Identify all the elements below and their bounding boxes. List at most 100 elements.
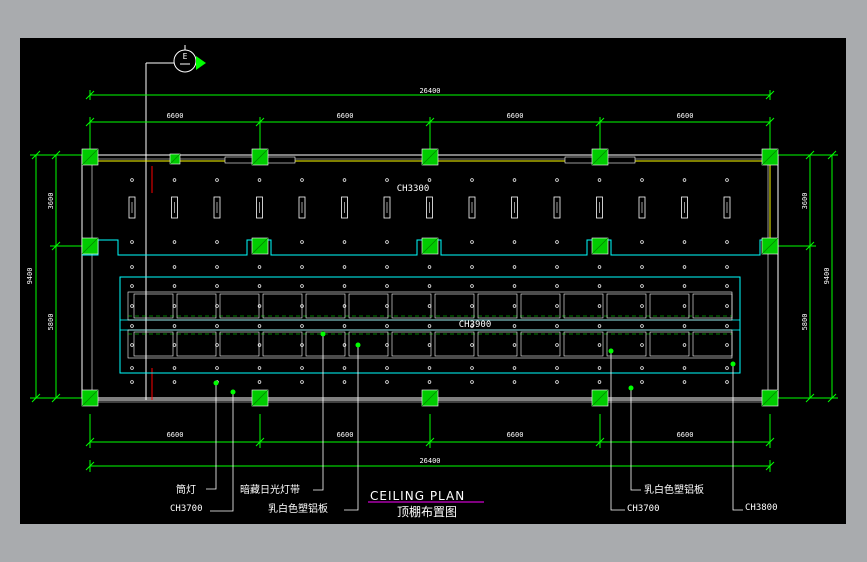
fluorescent-fixture-row [128, 196, 731, 219]
downlight [172, 366, 177, 370]
downlight [512, 265, 517, 269]
downlight [427, 178, 432, 182]
axis-marker: E [145, 45, 206, 400]
downlight [555, 366, 559, 370]
fluorescent-fixture [426, 196, 433, 219]
acrylic-panel [649, 293, 690, 319]
cad-viewport: E 26400 6600 6600 6600 6600 [20, 38, 846, 524]
column-hatch [81, 148, 99, 166]
bay-dim-bottom-3: 6600 [507, 431, 524, 439]
label-downlight: 筒灯 [176, 483, 196, 496]
downlight [512, 343, 517, 347]
building-walls [81, 154, 779, 403]
downlight [215, 366, 219, 370]
downlight [470, 284, 474, 288]
downlight [385, 265, 389, 269]
downlight [640, 380, 644, 384]
downlight [172, 304, 177, 308]
downlight [385, 366, 389, 370]
column-hatch [81, 237, 99, 255]
fluorescent-fixture [383, 196, 391, 219]
downlight [640, 343, 644, 347]
downlight [640, 366, 644, 370]
downlight [725, 380, 729, 384]
downlight [682, 284, 687, 288]
downlight [172, 343, 177, 347]
drawing-title-en: CEILING PLAN [370, 489, 465, 503]
downlight [172, 178, 177, 182]
drawing-title-cn: 顶棚布置图 [397, 504, 457, 519]
downlight [342, 324, 347, 328]
acrylic-panel [520, 293, 561, 319]
top-bay-dimensions: 6600 6600 6600 6600 [85, 112, 775, 150]
downlight [512, 178, 517, 182]
downlight [300, 240, 304, 244]
downlight [300, 324, 304, 328]
overall-dim-bottom: 26400 [419, 457, 440, 465]
acrylic-panel [176, 293, 217, 319]
downlight [342, 366, 347, 370]
fluorescent-fixture [213, 196, 221, 219]
downlight [470, 304, 474, 308]
downlight [215, 324, 219, 328]
fluorescent-fixture [256, 196, 263, 219]
downlight [385, 304, 389, 308]
downlight [342, 380, 347, 384]
right-dim-upper: 3600 [801, 193, 809, 210]
downlight [597, 265, 602, 269]
acrylic-panel [477, 293, 518, 319]
downlight [257, 343, 262, 347]
downlight [555, 178, 559, 182]
downlight [385, 240, 389, 244]
soffit-outline [82, 239, 778, 256]
ceiling-height-upper: CH3300 [397, 184, 430, 194]
downlight [172, 240, 177, 244]
downlight [130, 265, 134, 269]
acrylic-panel [219, 331, 260, 357]
fluorescent-fixture [681, 196, 688, 219]
fluorescent-fixture [128, 196, 136, 219]
fluorescent-fixture [511, 196, 518, 219]
downlight [597, 380, 602, 384]
downlight [470, 265, 474, 269]
acrylic-panel [606, 331, 647, 357]
downlight [130, 284, 134, 288]
fluorescent-fixture [723, 196, 731, 219]
downlight [725, 366, 729, 370]
downlight [215, 178, 219, 182]
downlight [427, 304, 432, 308]
structural-columns [81, 148, 779, 407]
label-cove-light: 暗藏日光灯带 [240, 483, 300, 496]
acrylic-panel-grid [133, 293, 733, 357]
downlight [342, 178, 347, 182]
column-hatch [81, 389, 99, 407]
downlight [512, 284, 517, 288]
downlight [725, 304, 729, 308]
acrylic-panel [391, 293, 432, 319]
downlight [512, 366, 517, 370]
downlight [640, 324, 644, 328]
axis-marker-label: E [183, 52, 188, 61]
downlight [555, 343, 559, 347]
downlight [682, 380, 687, 384]
downlight-grid [130, 178, 729, 384]
annotation-leaders [206, 334, 743, 512]
top-overall-dimension: 26400 [85, 87, 775, 100]
right-dimensions: 3600 5800 9400 [778, 150, 838, 403]
downlight [725, 343, 729, 347]
downlight [300, 380, 304, 384]
acrylic-panel [305, 293, 346, 319]
downlight [385, 343, 389, 347]
fluorescent-fixture [553, 196, 561, 219]
column-hatch [761, 148, 779, 166]
downlight [725, 284, 729, 288]
downlight [427, 380, 432, 384]
column-hatch [251, 148, 269, 166]
annotation-leader-dots [213, 331, 736, 395]
downlight [257, 324, 262, 328]
downlight [130, 304, 134, 308]
downlight [172, 324, 177, 328]
downlight [385, 380, 389, 384]
downlight [640, 240, 644, 244]
downlight [512, 324, 517, 328]
